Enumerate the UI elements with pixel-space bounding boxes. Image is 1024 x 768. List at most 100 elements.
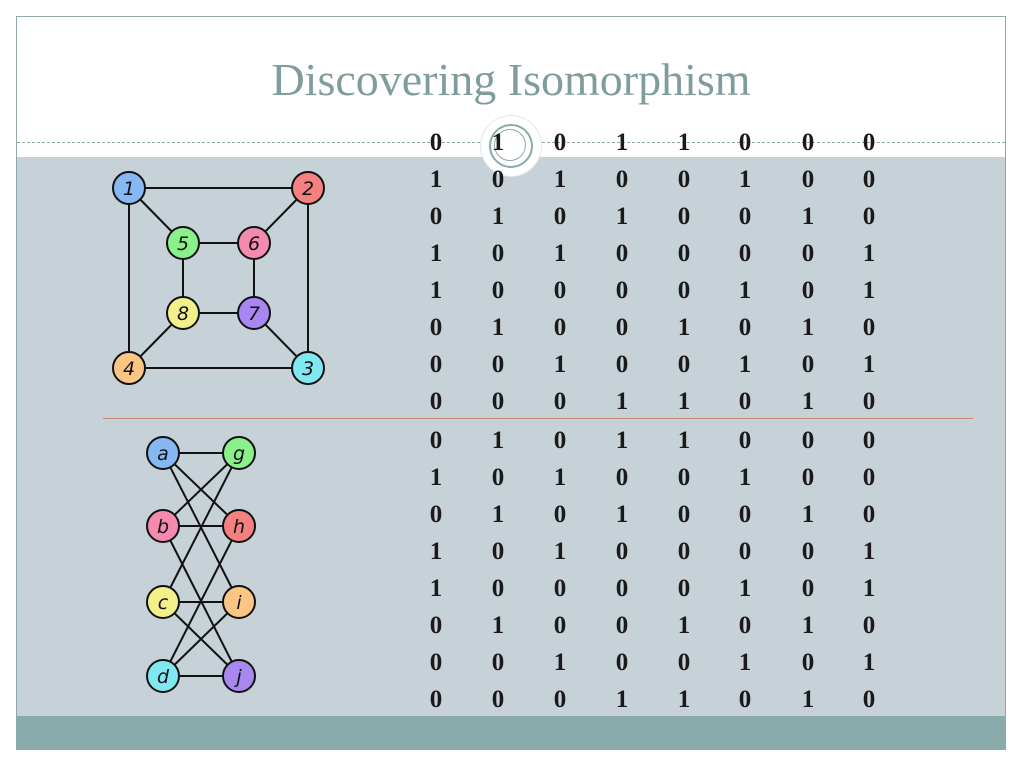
graph2-node-circle xyxy=(146,436,180,470)
matrix1-cell: 1 xyxy=(862,351,876,378)
matrix1-cell: 0 xyxy=(801,166,815,193)
section-separator xyxy=(103,418,973,419)
matrix1-cell: 0 xyxy=(862,129,876,156)
matrix2-cell: 1 xyxy=(615,427,629,454)
matrix1-cell: 0 xyxy=(429,129,443,156)
matrix1-cell: 1 xyxy=(491,314,505,341)
graph2-node-a: a xyxy=(146,436,180,470)
matrix1-cell: 1 xyxy=(801,388,815,415)
matrix2-cell: 1 xyxy=(677,427,691,454)
matrix1-cell: 1 xyxy=(677,129,691,156)
graph1-node-circle xyxy=(291,351,325,385)
graph2-node-g: g xyxy=(222,436,256,470)
matrix2-cell: 0 xyxy=(862,686,876,713)
graph2-node-circle xyxy=(222,585,256,619)
footer-bar xyxy=(17,716,1005,749)
matrix2-cell: 1 xyxy=(553,464,567,491)
graph2-node-label: a xyxy=(157,443,169,465)
graph1-node-label: 4 xyxy=(123,358,135,380)
matrix1-cell: 1 xyxy=(491,129,505,156)
graph1-node-3: 3 xyxy=(291,351,325,385)
matrix2-cell: 0 xyxy=(491,649,505,676)
graph1-node-label: 2 xyxy=(302,178,314,200)
matrix2-cell: 0 xyxy=(491,575,505,602)
graph2-node-circle xyxy=(146,509,180,543)
graph1-node-circle xyxy=(166,296,200,330)
graph2-node-circle xyxy=(146,585,180,619)
matrix1-cell: 1 xyxy=(553,166,567,193)
matrix2-cell: 0 xyxy=(553,686,567,713)
matrix1-cell: 0 xyxy=(429,351,443,378)
matrix2-cell: 0 xyxy=(738,501,752,528)
graph1-node-circle xyxy=(112,171,146,205)
graph2-node-circle xyxy=(222,436,256,470)
matrix1-cell: 1 xyxy=(862,277,876,304)
matrix1-cell: 0 xyxy=(677,351,691,378)
matrix2-cell: 0 xyxy=(862,501,876,528)
matrix1-cell: 1 xyxy=(615,203,629,230)
graph1-node-label: 6 xyxy=(248,233,260,255)
matrix1-cell: 1 xyxy=(615,129,629,156)
matrix2-cell: 0 xyxy=(553,612,567,639)
matrix2-cell: 0 xyxy=(615,464,629,491)
matrix1-cell: 0 xyxy=(491,351,505,378)
matrix1-cell: 1 xyxy=(801,314,815,341)
graph2-node-c: c xyxy=(146,585,180,619)
graph2-node-j: j xyxy=(222,659,256,693)
matrix2-cell: 0 xyxy=(862,427,876,454)
matrix2-cell: 0 xyxy=(677,501,691,528)
matrix2-cell: 1 xyxy=(553,538,567,565)
matrix1-cell: 0 xyxy=(615,277,629,304)
graph1-node-8: 8 xyxy=(166,296,200,330)
matrix1-cell: 0 xyxy=(738,203,752,230)
matrix2-cell: 1 xyxy=(801,501,815,528)
graph2-node-label: d xyxy=(157,666,170,688)
matrix1-cell: 1 xyxy=(862,240,876,267)
matrix2-cell: 0 xyxy=(862,612,876,639)
matrix1-cell: 0 xyxy=(615,314,629,341)
matrix2-cell: 0 xyxy=(801,538,815,565)
graph2-node-label: b xyxy=(157,516,169,538)
matrix2-cell: 0 xyxy=(801,649,815,676)
matrix2-cell: 1 xyxy=(862,538,876,565)
matrix1-cell: 0 xyxy=(553,314,567,341)
matrix1-cell: 0 xyxy=(677,166,691,193)
graph1-node-label: 3 xyxy=(302,358,314,380)
matrix1-cell: 0 xyxy=(738,129,752,156)
matrix1-cell: 0 xyxy=(738,388,752,415)
matrix2-cell: 0 xyxy=(553,427,567,454)
matrix1-cell: 0 xyxy=(429,314,443,341)
matrix1-cell: 1 xyxy=(677,388,691,415)
matrix2-cell: 1 xyxy=(738,575,752,602)
matrix1-cell: 0 xyxy=(738,240,752,267)
graph2-edge-b-g xyxy=(162,452,240,527)
matrix1-cell: 0 xyxy=(553,277,567,304)
matrix2-cell: 1 xyxy=(429,538,443,565)
graph1-node-circle xyxy=(237,296,271,330)
graph2-edge-d-h xyxy=(162,525,240,677)
matrix2-cell: 0 xyxy=(801,427,815,454)
matrix2-cell: 0 xyxy=(677,575,691,602)
graph1-node-6: 6 xyxy=(237,226,271,260)
matrix2-cell: 0 xyxy=(429,501,443,528)
matrix1-cell: 0 xyxy=(491,388,505,415)
matrix2-cell: 0 xyxy=(491,538,505,565)
graph2-node-circle xyxy=(222,509,256,543)
graph2-edge-d-i xyxy=(162,601,240,677)
graph1-node-1: 1 xyxy=(112,171,146,205)
matrix2-cell: 1 xyxy=(491,501,505,528)
matrix2-cell: 0 xyxy=(738,612,752,639)
matrix1-cell: 1 xyxy=(801,203,815,230)
matrix1-cell: 1 xyxy=(615,388,629,415)
matrix2-cell: 0 xyxy=(862,464,876,491)
graph2-node-h: h xyxy=(222,509,256,543)
matrix1-cell: 1 xyxy=(429,166,443,193)
graph2-edge-c-g xyxy=(162,452,240,603)
graph2-node-circle xyxy=(146,659,180,693)
matrix2-cell: 0 xyxy=(801,464,815,491)
graph1-node-2: 2 xyxy=(291,171,325,205)
matrix2-cell: 0 xyxy=(553,501,567,528)
